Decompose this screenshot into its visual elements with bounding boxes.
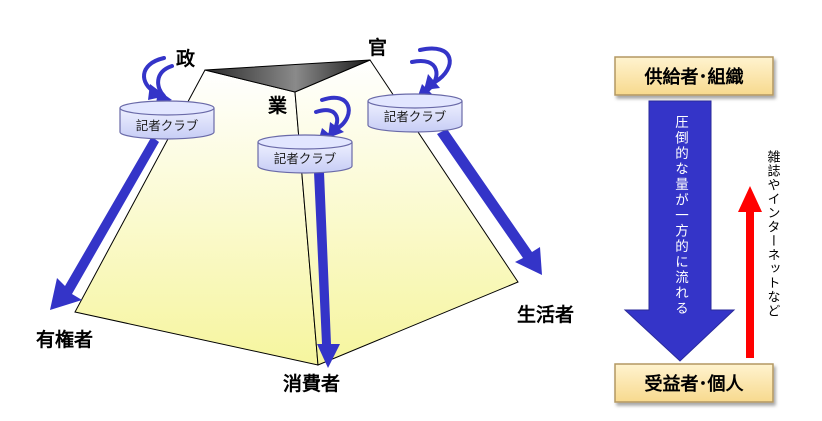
club-label-3: 記者クラブ [384, 109, 447, 124]
arrow-to-consumers [314, 172, 340, 368]
flow-panel: 供給者･組織 受益者･個人 圧倒的な量が一方的に流れる 雑誌やインターネットなど [614, 56, 781, 403]
loop-arrow-bureaucracy [418, 46, 452, 84]
bottom-box [614, 363, 774, 403]
loop-arrow-business [320, 95, 351, 130]
press-club-2: 記者クラブ [257, 134, 353, 174]
arrow-to-citizens [437, 129, 542, 275]
press-club-3: 記者クラブ [367, 93, 463, 133]
downward-arrows [50, 129, 542, 368]
club-cylinder-3 [367, 101, 463, 133]
main-flow-arrow [623, 100, 736, 362]
actor-politics: 政 [176, 47, 196, 70]
club-cylinder-top-2 [257, 134, 353, 150]
press-club-1: 記者クラブ [119, 100, 215, 140]
loop-head-business [328, 122, 344, 138]
loop-head-bureaucracy [424, 74, 440, 90]
top-box-label: 供給者･組織 [644, 66, 744, 88]
actor-bureaucracy: 官 [368, 36, 387, 59]
club-cylinder-2 [257, 142, 353, 174]
audience-citizens: 生活者 [517, 303, 574, 326]
audience-voters: 有権者 [36, 328, 93, 351]
audience-consumers: 消費者 [283, 372, 340, 395]
club-cylinder-1 [119, 108, 215, 140]
club-cylinder-top-1 [119, 100, 215, 116]
club-label-1: 記者クラブ [136, 118, 199, 133]
loop-head-bureaucracy-2 [418, 84, 434, 96]
actor-business: 業 [267, 94, 288, 117]
club-cylinder-top-3 [367, 93, 463, 109]
counter-arrow-head [738, 186, 762, 212]
arrow-to-voters [50, 134, 159, 310]
power-triangle [204, 59, 371, 93]
counter-arrow-shaft [746, 210, 754, 358]
club-label-2: 記者クラブ [274, 151, 337, 166]
main-flow-text: 圧倒的な量が一方的に流れる [672, 115, 689, 317]
counter-flow-text: 雑誌やインターネットなど [765, 149, 781, 318]
pyramid [74, 59, 519, 366]
top-box [614, 56, 774, 96]
loop-arrow-politics-2 [156, 64, 174, 98]
bottom-box-label: 受益者･個人 [645, 373, 745, 395]
